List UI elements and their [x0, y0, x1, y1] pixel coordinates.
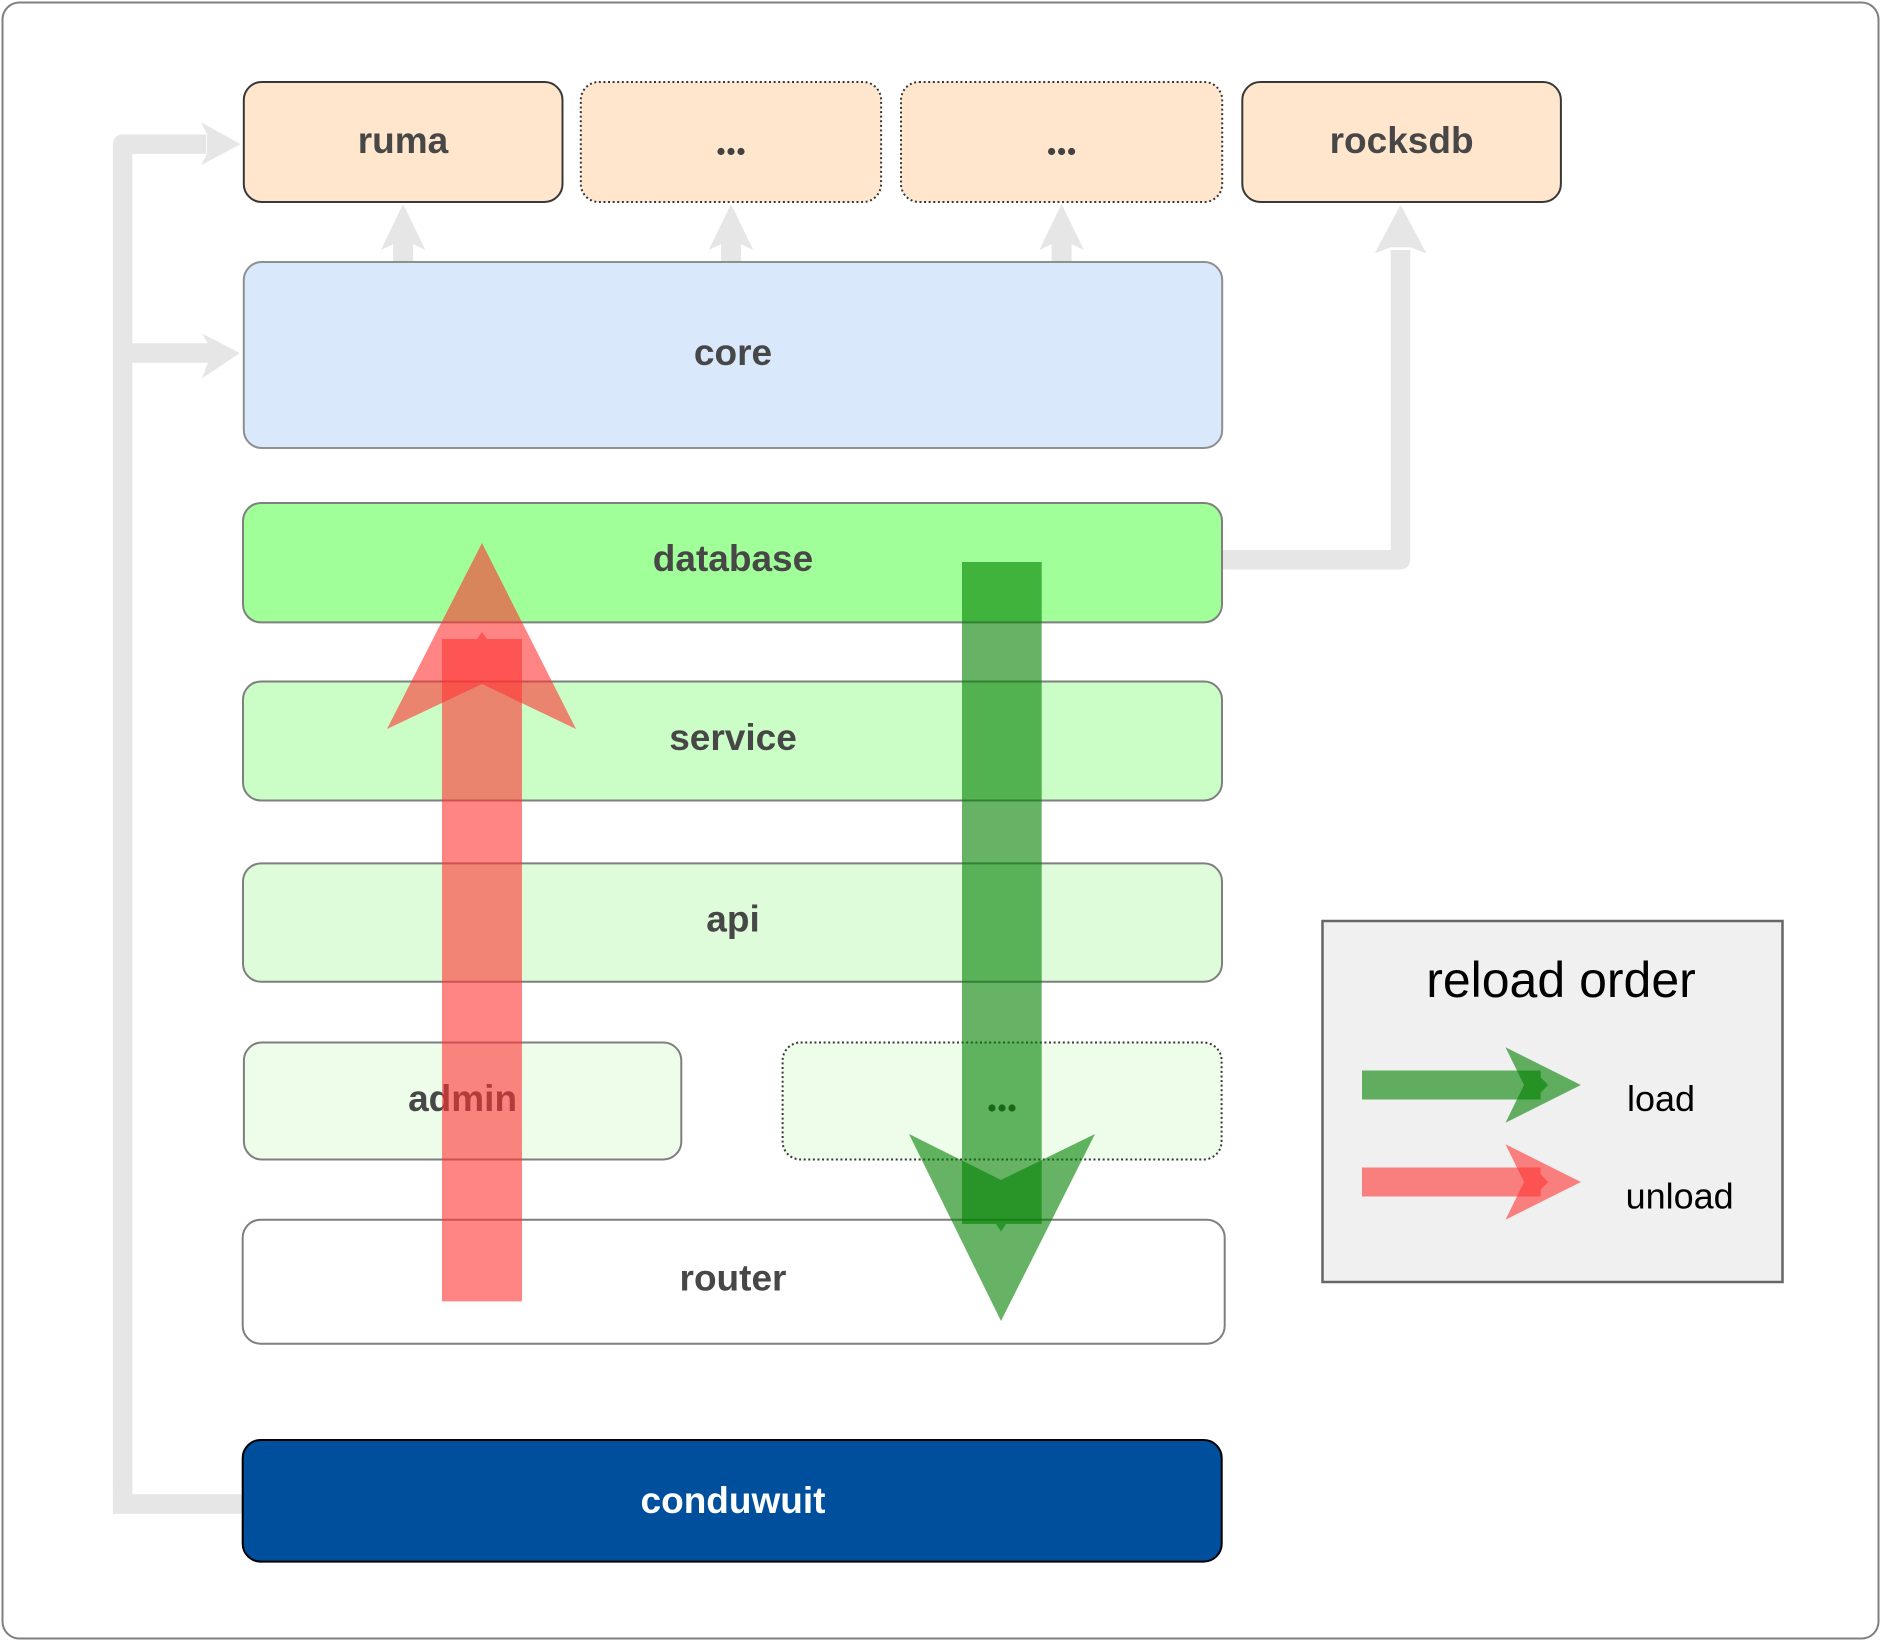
svg-text:reload order: reload order	[1426, 952, 1696, 1008]
svg-text:router: router	[680, 1258, 787, 1299]
svg-text:load: load	[1627, 1078, 1695, 1119]
svg-text:conduwuit: conduwuit	[641, 1480, 826, 1521]
svg-text:api: api	[706, 899, 759, 940]
svg-text:unload: unload	[1626, 1176, 1734, 1217]
svg-text:service: service	[669, 717, 797, 758]
svg-text:ruma: ruma	[358, 120, 449, 161]
svg-text:database: database	[653, 538, 813, 579]
svg-text:core: core	[694, 332, 772, 373]
svg-text:rocksdb: rocksdb	[1330, 120, 1474, 161]
